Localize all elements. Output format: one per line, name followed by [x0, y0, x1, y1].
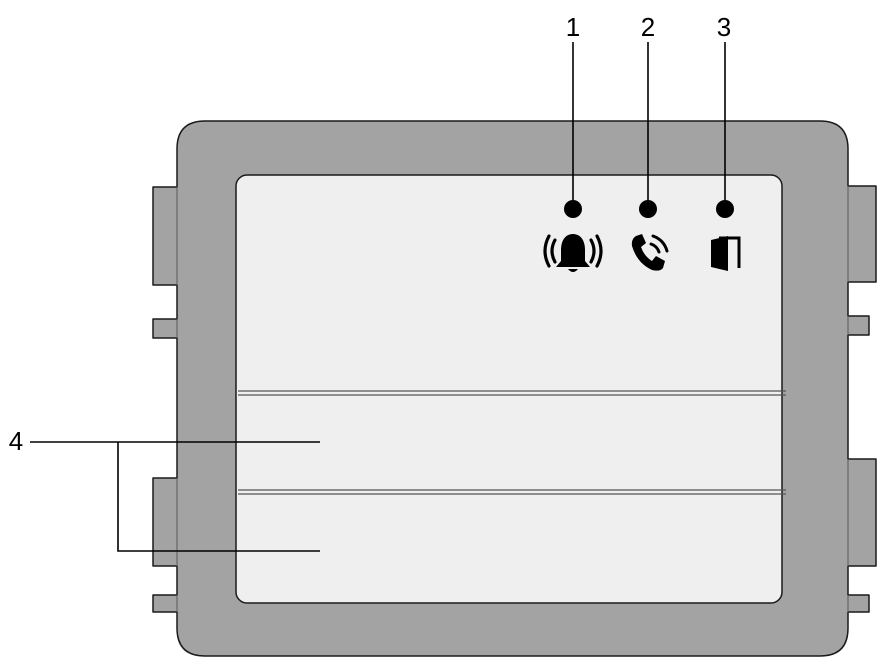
led-indicator-3	[716, 200, 734, 218]
phone-ringing-icon	[631, 234, 669, 271]
callout-3: 3	[717, 12, 731, 42]
door-open-icon	[711, 236, 741, 271]
led-indicator-2	[639, 200, 657, 218]
led-indicator-1	[564, 200, 582, 218]
label-strip-divider-top	[238, 390, 786, 396]
alarm-bell-icon	[543, 234, 603, 272]
label-strip-divider-bottom	[238, 489, 786, 495]
leader-line-4	[30, 441, 320, 552]
callout-2: 2	[641, 12, 655, 42]
front-panel	[235, 174, 783, 604]
callout-4: 4	[9, 426, 23, 456]
callout-1: 1	[566, 12, 580, 42]
